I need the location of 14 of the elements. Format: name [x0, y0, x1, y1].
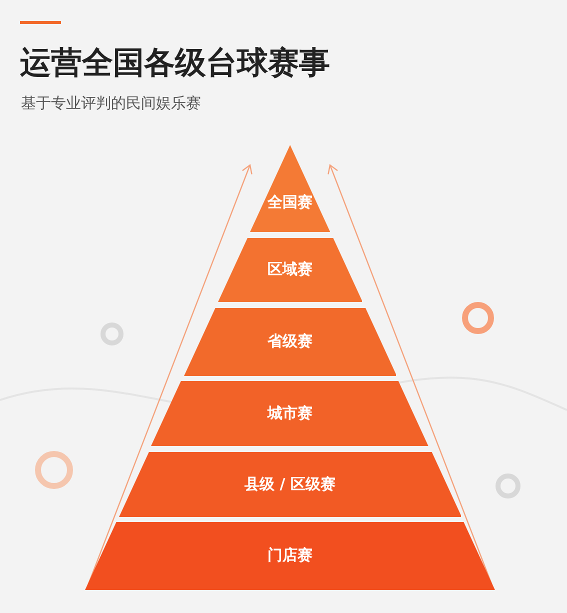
pyramid-level — [118, 452, 462, 517]
pyramid-level — [218, 238, 362, 302]
pyramid-level — [151, 381, 429, 446]
subtitle: 基于专业评判的民间娱乐赛 — [21, 94, 201, 113]
pyramid-level — [184, 308, 396, 376]
level-label: 区域赛 — [266, 260, 314, 279]
pyramid-level — [85, 522, 495, 590]
level-label: 县级 / 区级赛 — [244, 474, 336, 494]
level-label: 全国赛 — [266, 192, 314, 212]
level-label: 城市赛 — [266, 404, 314, 422]
level-label: 门店赛 — [266, 546, 314, 565]
title: 运营全国各级台球赛事 — [20, 44, 330, 83]
pyramid-level — [250, 145, 330, 232]
level-label: 省级赛 — [266, 332, 314, 351]
